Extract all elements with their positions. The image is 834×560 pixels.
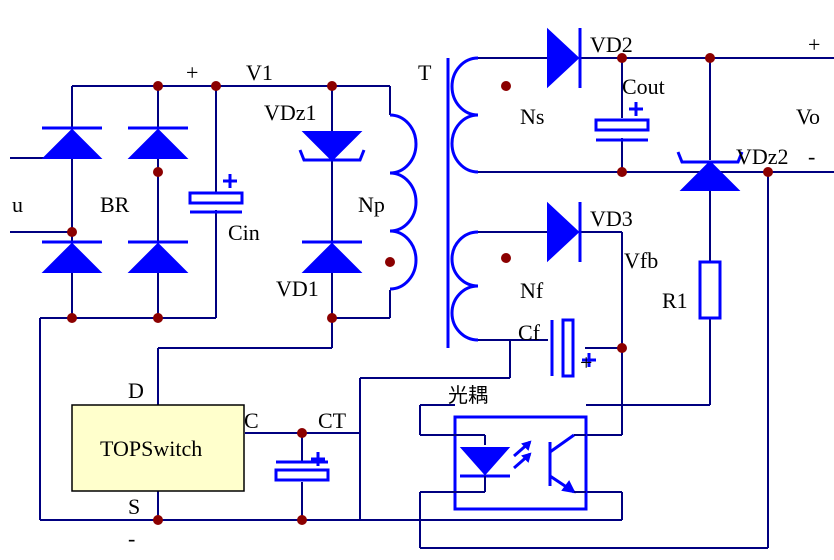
label-c: C (244, 408, 259, 433)
label-t: T (418, 60, 432, 85)
junction-dots (67, 53, 773, 525)
label-vdz2: VDz2 (736, 144, 789, 169)
label-d: D (128, 378, 144, 403)
label-minus-out: - (808, 144, 815, 169)
bridge-diode-3 (41, 242, 103, 273)
capacitor-ct (274, 452, 330, 482)
label-vfb: Vfb (624, 248, 658, 273)
opto-led (459, 447, 511, 476)
label-vd3: VD3 (590, 206, 633, 231)
diode-vd3 (547, 201, 582, 263)
zener-vdz1 (298, 131, 366, 162)
label-plus-out: + (808, 32, 820, 57)
topswitch-chip (71, 404, 245, 492)
bridge-rectifier (41, 126, 189, 273)
capacitor-cf (550, 318, 596, 378)
label-s: S (128, 494, 140, 519)
diode-vd1 (301, 240, 363, 273)
label-plus-top: + (186, 60, 198, 85)
label-cout: Cout (622, 74, 665, 99)
label-vo: Vo (796, 104, 820, 129)
zener-vdz2 (676, 151, 744, 191)
capacitor-cout (594, 102, 650, 142)
bridge-diode-4 (127, 242, 189, 273)
label-minus-bottom: - (128, 526, 135, 551)
labels: + V1 T VD2 + VDz1 Cout Vo Ns VDz2 - u BR… (12, 32, 820, 551)
label-r1: R1 (662, 288, 688, 313)
label-ns: Ns (520, 104, 544, 129)
winding-ns (450, 56, 511, 174)
label-cin: Cin (228, 220, 260, 245)
bridge-diode-1 (41, 128, 103, 159)
label-vd2: VD2 (590, 32, 633, 57)
label-vdz1: VDz1 (264, 100, 317, 125)
label-nf: Nf (520, 278, 544, 303)
opto-transistor (561, 480, 576, 494)
diode-vd2 (547, 27, 582, 89)
label-optocoupler: 光耦 (448, 383, 488, 407)
resistor-r1 (698, 260, 722, 320)
capacitor-cin (188, 174, 244, 214)
winding-np (385, 113, 418, 291)
label-br: BR (100, 192, 130, 217)
optocoupler (420, 415, 588, 511)
label-vd1: VD1 (276, 276, 319, 301)
label-cf-plus: + (580, 350, 592, 375)
label-topswitch: TOPSwitch (100, 436, 202, 461)
label-v1: V1 (246, 60, 273, 85)
winding-nf (450, 230, 511, 342)
bridge-diode-2 (127, 128, 189, 159)
label-u: u (12, 192, 23, 217)
label-cf: Cf (518, 320, 541, 345)
label-ct: CT (318, 408, 347, 433)
label-np: Np (358, 192, 385, 217)
